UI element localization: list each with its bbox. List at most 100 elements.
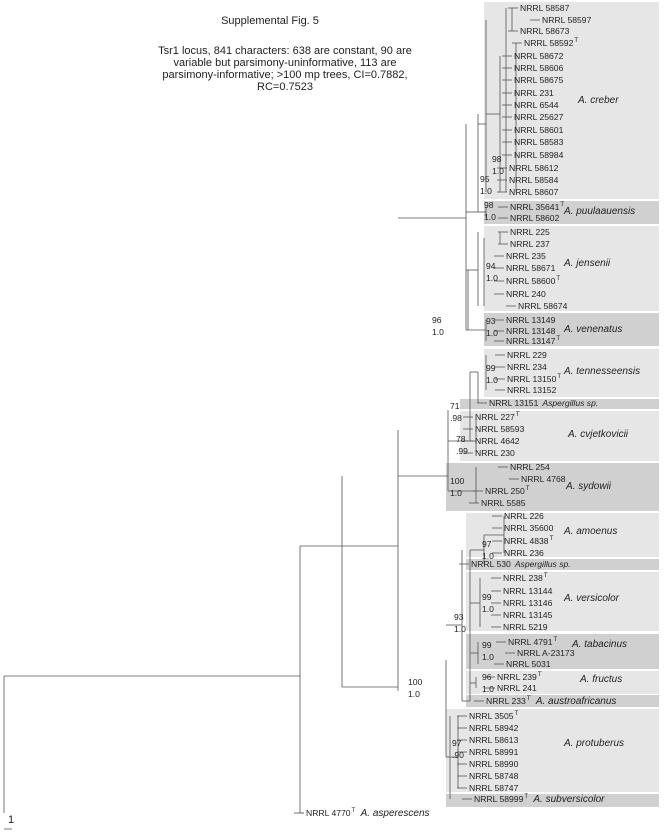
taxon-label: NRRL 4838 xyxy=(504,536,549,546)
taxon-label: NRRL 231 xyxy=(514,88,554,98)
type-strain-mark: T xyxy=(538,672,542,678)
taxon-label: NRRL 58747 xyxy=(469,783,519,793)
clade-box xyxy=(466,559,659,570)
clade-box xyxy=(460,411,659,461)
taxon-label: NRRL 13147 xyxy=(506,336,556,346)
clade-box xyxy=(466,671,659,694)
bootstrap-value: 93 xyxy=(454,612,464,622)
posterior-probability: 1.0 xyxy=(454,624,466,634)
clade-box xyxy=(446,794,659,807)
species-label: A. subversicolor xyxy=(532,794,605,805)
bootstrap-value: 99 xyxy=(482,592,492,602)
clade-box xyxy=(484,201,659,224)
taxon-label: NRRL 238 xyxy=(503,573,543,583)
taxon-label: NRRL 241 xyxy=(497,683,537,693)
taxon-label: NRRL 58672 xyxy=(514,51,564,61)
clade-species-label: A. versicolor xyxy=(563,593,620,604)
taxon-label: NRRL 58748 xyxy=(469,771,519,781)
taxon-label: NRRL 13151 xyxy=(489,398,539,408)
taxon-label: NRRL 58675 xyxy=(514,75,564,85)
bootstrap-value: 94 xyxy=(486,261,496,271)
clade-box xyxy=(460,399,659,409)
taxon-label: NRRL 58602 xyxy=(510,213,560,223)
taxon-label: NRRL 254 xyxy=(510,462,550,472)
taxon-label: NRRL 58606 xyxy=(514,63,564,73)
clade-species-label: A. tennesseensis xyxy=(563,366,640,377)
type-strain-mark: T xyxy=(557,374,561,380)
posterior-probability: 1.0 xyxy=(482,684,494,694)
taxon-label: NRRL 13149 xyxy=(506,315,556,325)
taxon-label: NRRL 13152 xyxy=(507,385,557,395)
bootstrap-value: 100 xyxy=(450,476,465,486)
species-label: A. asperescens xyxy=(360,808,430,819)
taxon-label: NRRL 226 xyxy=(504,511,544,521)
clade-box xyxy=(484,2,659,199)
posterior-probability: 1.0 xyxy=(484,212,496,222)
type-strain-mark: T xyxy=(527,696,531,702)
taxon-label: NRRL 58613 xyxy=(469,735,519,745)
taxon-label: NRRL 58601 xyxy=(514,125,564,135)
taxon-label: NRRL 233 xyxy=(486,696,526,706)
taxon-label: NRRL 237 xyxy=(510,239,550,249)
posterior-probability: 1.0 xyxy=(486,328,498,338)
bootstrap-value: 71 xyxy=(450,401,460,411)
bootstrap-value: 78 xyxy=(456,434,466,444)
type-strain-mark: T xyxy=(556,276,560,282)
bootstrap-value: 99 xyxy=(482,640,492,650)
posterior-probability: 1.0 xyxy=(450,488,462,498)
taxon-label: NRRL 58607 xyxy=(509,187,559,197)
type-strain-mark: T xyxy=(526,486,530,492)
clade-species-label: A. sydowii xyxy=(565,481,612,492)
taxon-label: NRRL 240 xyxy=(506,289,546,299)
clade-box xyxy=(484,226,659,311)
posterior-probability: 1.0 xyxy=(480,186,492,196)
clade-box xyxy=(466,572,659,631)
posterior-probability: 1.0 xyxy=(482,652,494,662)
clade-box xyxy=(484,349,659,397)
bootstrap-value: 100 xyxy=(408,677,423,687)
clade-box xyxy=(466,634,659,669)
taxon-label: NRRL 13145 xyxy=(503,610,553,620)
taxon-label: NRRL 230 xyxy=(475,448,515,458)
taxon-label: NRRL 35641 xyxy=(510,202,560,212)
taxon-label: NRRL 236 xyxy=(504,548,544,558)
clade-box xyxy=(484,313,659,346)
posterior-probability: 1.0 xyxy=(408,689,420,699)
scale-bar-label: 1 xyxy=(8,814,15,826)
figure-title: Supplemental Fig. 5 xyxy=(221,15,319,27)
taxon-label: NRRL 58999 xyxy=(474,794,524,804)
taxon-label: NRRL 58600 xyxy=(506,276,556,286)
clade-species-label: A. creber xyxy=(577,95,619,106)
taxon-label: NRRL A-23173 xyxy=(517,648,575,658)
bootstrap-value: 96 xyxy=(482,672,492,682)
taxon-label: NRRL 58597 xyxy=(542,15,592,25)
clade-species-label: A. venenatus xyxy=(563,324,622,335)
taxon-label: NRRL 229 xyxy=(507,350,547,360)
taxon-label: NRRL 5585 xyxy=(481,498,526,508)
bootstrap-value: 95 xyxy=(480,174,490,184)
taxon-label: NRRL 58990 xyxy=(469,759,519,769)
taxon-label: NRRL 234 xyxy=(507,362,547,372)
figure-caption: Tsr1 locus, 841 characters: 638 are cons… xyxy=(158,45,412,93)
taxon-label: NRRL 4791 xyxy=(508,637,553,647)
clade-species-label: A. puulaauensis xyxy=(563,206,635,217)
bootstrap-value: 99 xyxy=(486,363,496,373)
taxon-label: NRRL 35600 xyxy=(504,523,554,533)
posterior-probability: 1.0 xyxy=(492,166,504,176)
taxon-label: NRRL 58587 xyxy=(520,3,570,13)
posterior-probability: .98 xyxy=(450,413,462,423)
taxon-label: NRRL 58673 xyxy=(520,26,570,36)
bootstrap-value: 97 xyxy=(482,539,492,549)
type-strain-mark: T xyxy=(515,711,519,717)
taxon-label: NRRL 13148 xyxy=(506,326,556,336)
taxon-label: NRRL 235 xyxy=(506,251,546,261)
taxon-label: NRRL 58593 xyxy=(475,424,525,434)
taxon-label: NRRL 58583 xyxy=(514,137,564,147)
clade-species-label: A. amoenus xyxy=(563,526,617,537)
clade-species-label: A. fructus xyxy=(579,674,622,685)
type-strain-mark: T xyxy=(574,38,578,44)
posterior-probability: 1.0 xyxy=(486,375,498,385)
clade-species-label: A. protuberus xyxy=(563,738,624,749)
taxon-label: NRRL 58984 xyxy=(514,150,564,160)
